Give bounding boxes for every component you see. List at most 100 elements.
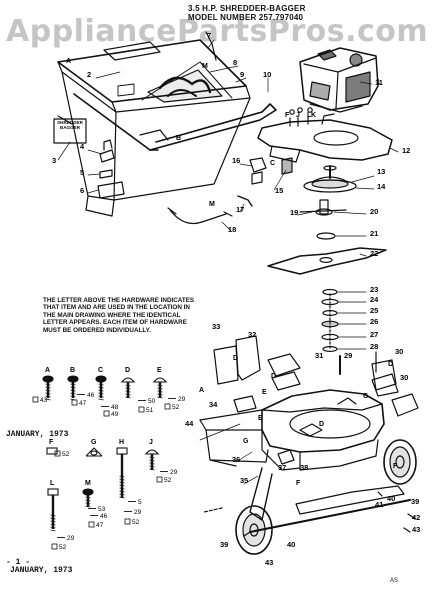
hardware-part-number: 53 [98,506,106,513]
hardware-part-number: 47 [79,400,87,407]
hardware-part-number: 29 [178,396,186,403]
date-mid: JANUARY, 1973 [6,430,69,439]
callout-15: 15 [275,186,283,195]
hardware-part-number: 52 [172,404,180,411]
hardware-note: THE LETTER ABOVE THE HARDWARE INDICATES … [43,297,195,334]
hopper-assembly [53,31,277,217]
hardware-letter: J [149,439,153,446]
nut-symbol-icon [51,543,58,550]
location-letter-f: F [296,480,301,487]
location-letter-k: K [311,112,316,119]
callout-17: 17 [236,205,244,214]
hardware-screw-icon [42,375,54,401]
callout-32: 32 [248,330,256,339]
hardware-longbolt-icon [116,447,128,499]
callout-24: 24 [370,295,379,304]
location-letter-e: E [258,415,263,422]
hardware-part-number: 5 [138,499,142,506]
location-letter-g: G [363,393,369,400]
callout-39: 39 [411,497,419,506]
location-letter-e: E [262,389,267,396]
callout-29: 29 [344,351,352,360]
hardware-screw-icon [95,375,107,401]
callout-20: 20 [370,207,378,216]
hardware-part-number: 51 [146,407,154,414]
location-letter-m: M [202,63,208,70]
hardware-part-number: 52 [59,544,67,551]
drive-small-parts [167,157,357,225]
callout-22: 22 [370,249,378,258]
callout-41: 41 [375,500,383,509]
location-letter-c: C [270,160,275,167]
callout-27: 27 [370,330,378,339]
hardware-screw-icon [67,375,79,401]
hardware-part-number: 29 [67,535,75,542]
callout-10: 10 [263,70,271,79]
engine-deck [257,107,393,163]
callout-44: 44 [185,419,194,428]
callout-12: 12 [402,146,410,155]
callout-13: 13 [377,167,385,176]
hardware-item-f: F52 [46,439,70,458]
callout-18: 18 [228,225,236,234]
model-number: MODEL NUMBER 257.797040 [188,13,304,22]
hardware-letter: G [91,439,97,446]
callout-28: 28 [370,342,378,351]
callout-38: 38 [300,463,308,472]
hardware-item-a: A43 [32,367,54,404]
location-letter-j: J [296,112,300,119]
brackets [213,335,419,417]
callout-14: 14 [377,182,386,191]
hardware-letter: C [98,367,103,374]
callout-40: 40 [287,540,295,549]
callout-35: 35 [240,476,248,485]
shredder-sticker: SHREDDER BAGGER [57,120,83,131]
callout-2: 2 [87,70,91,79]
callout-8: 8 [233,58,237,67]
nut-symbol-icon [54,450,61,457]
callout-31: 31 [315,351,323,360]
hardware-part-number: 52 [132,519,140,526]
hardware-letter: H [119,439,124,446]
hardware-part-number: 43 [40,397,48,404]
location-letter-f: F [285,112,290,119]
axle-and-wheels [203,439,417,555]
callout-34: 34 [209,400,218,409]
callout-42: 42 [412,513,420,522]
hardware-letter: B [70,367,75,374]
callout-39: 39 [220,540,228,549]
hardware-part-number: 46 [100,513,108,520]
callout-33: 33 [212,322,220,331]
callout-30: 30 [395,347,403,356]
hardware-item-g: G [85,439,103,457]
location-letter-b: B [176,135,181,142]
page-number: - 1 - [6,558,31,567]
hardware-letter: E [157,367,162,374]
watermark: AppliancePartsPros.com [6,14,429,49]
callout-26: 26 [370,317,378,326]
callout-40: 40 [387,494,395,503]
callout-7: 7 [207,31,211,40]
callout-5: 5 [80,168,84,177]
callout-11: 11 [375,78,383,87]
diagram-title: 3.5 H.P. SHREDDER-BAGGER [188,4,306,13]
callout-9: 9 [240,70,244,79]
hardware-part-number: 29 [134,509,142,516]
nut-symbol-icon [88,521,95,528]
callout-37: 37 [278,463,286,472]
callout-23: 23 [370,285,378,294]
hardware-part-number: 47 [96,522,104,529]
callout-3: 3 [52,156,56,165]
hardware-part-number: 48 [111,404,119,411]
location-letter-l: L [307,112,312,119]
location-letter-d: D [271,373,276,380]
location-letter-d: D [388,361,393,368]
nut-symbol-icon [164,403,171,410]
